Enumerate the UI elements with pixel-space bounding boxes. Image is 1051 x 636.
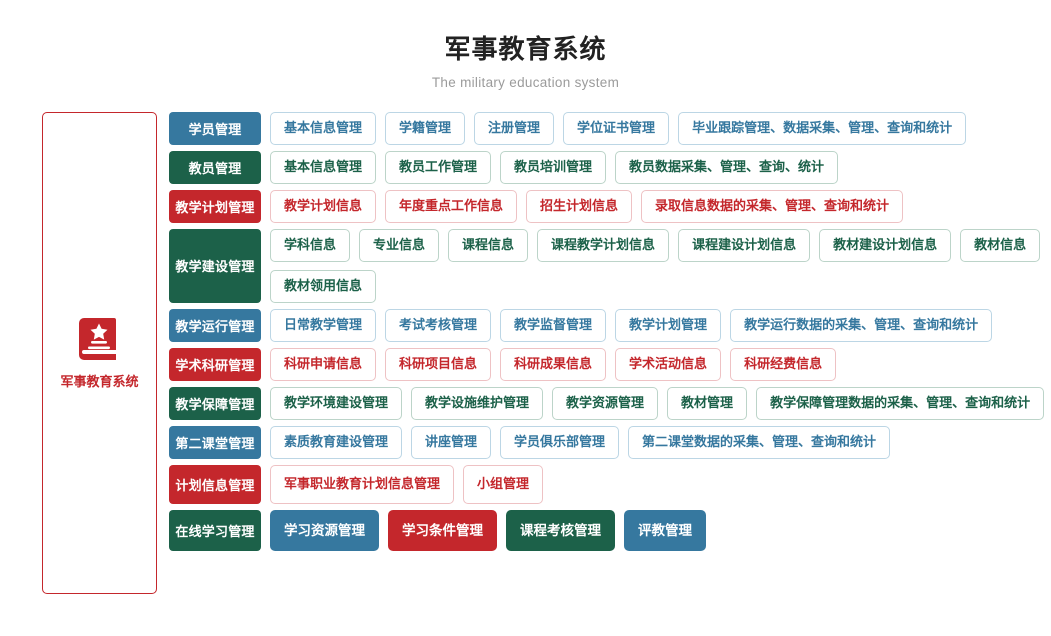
module-category-button[interactable]: 教学运行管理 — [169, 308, 261, 342]
module-item-button[interactable]: 基本信息管理 — [270, 112, 377, 146]
module-item-button[interactable]: 学籍管理 — [385, 112, 466, 146]
module-category-button[interactable]: 教学建设管理 — [169, 229, 261, 303]
module-item-button[interactable]: 科研经费信息 — [730, 347, 837, 381]
module-row: 教学计划管理教学计划信息年度重点工作信息招生计划信息录取信息数据的采集、管理、查… — [169, 190, 1051, 223]
module-row: 学术科研管理科研申请信息科研项目信息科研成果信息学术活动信息科研经费信息 — [169, 347, 1051, 381]
page-header: 军事教育系统 The military education system — [0, 0, 1051, 90]
module-row: 计划信息管理军事职业教育计划信息管理小组管理 — [169, 464, 1051, 504]
module-item-button[interactable]: 学术活动信息 — [615, 347, 722, 381]
book-star-icon — [78, 316, 121, 362]
module-item-button[interactable]: 学习资源管理 — [270, 509, 379, 552]
module-item-list: 基本信息管理学籍管理注册管理学位证书管理毕业跟踪管理、数据采集、管理、查询和统计 — [270, 112, 1051, 146]
module-item-button[interactable]: 教学计划信息 — [270, 190, 377, 223]
module-item-list: 教学环境建设管理教学设施维护管理教学资源管理教材管理教学保障管理数据的采集、管理… — [270, 386, 1051, 420]
module-rows: 学员管理基本信息管理学籍管理注册管理学位证书管理毕业跟踪管理、数据采集、管理、查… — [169, 112, 1051, 552]
module-item-list: 素质教育建设管理讲座管理学员俱乐部管理第二课堂数据的采集、管理、查询和统计 — [270, 425, 1051, 459]
module-category-button[interactable]: 教学保障管理 — [169, 386, 261, 420]
page-title: 军事教育系统 — [444, 34, 607, 64]
module-item-button[interactable]: 教员工作管理 — [385, 151, 492, 185]
module-item-button[interactable]: 课程教学计划信息 — [537, 229, 670, 262]
module-item-button[interactable]: 专业信息 — [359, 229, 440, 262]
module-item-button[interactable]: 学位证书管理 — [563, 112, 670, 146]
module-row: 教员管理基本信息管理教员工作管理教员培训管理教员数据采集、管理、查询、统计 — [169, 151, 1051, 185]
sidebar-system-label: 军事教育系统 — [60, 374, 139, 390]
module-item-button[interactable]: 毕业跟踪管理、数据采集、管理、查询和统计 — [678, 112, 967, 146]
module-item-button[interactable]: 教学保障管理数据的采集、管理、查询和统计 — [756, 386, 1045, 420]
module-item-button[interactable]: 年度重点工作信息 — [385, 190, 518, 223]
module-category-button[interactable]: 教员管理 — [169, 151, 261, 185]
module-item-button[interactable]: 学习条件管理 — [388, 509, 497, 552]
module-item-button[interactable]: 素质教育建设管理 — [270, 425, 403, 459]
module-item-button[interactable]: 教学监督管理 — [500, 308, 607, 342]
module-item-button[interactable]: 军事职业教育计划信息管理 — [270, 464, 455, 504]
module-item-button[interactable]: 课程考核管理 — [506, 509, 615, 552]
module-item-button[interactable]: 日常教学管理 — [270, 308, 377, 342]
module-item-button[interactable]: 教学环境建设管理 — [270, 386, 403, 420]
module-item-button[interactable]: 教学资源管理 — [552, 386, 659, 420]
module-item-button[interactable]: 讲座管理 — [411, 425, 492, 459]
module-item-button[interactable]: 教材建设计划信息 — [819, 229, 952, 262]
module-item-button[interactable]: 学员俱乐部管理 — [500, 425, 620, 459]
module-category-button[interactable]: 教学计划管理 — [169, 190, 261, 223]
module-row: 教学运行管理日常教学管理考试考核管理教学监督管理教学计划管理教学运行数据的采集、… — [169, 308, 1051, 342]
module-item-list: 日常教学管理考试考核管理教学监督管理教学计划管理教学运行数据的采集、管理、查询和… — [270, 308, 1051, 342]
module-row: 教学保障管理教学环境建设管理教学设施维护管理教学资源管理教材管理教学保障管理数据… — [169, 386, 1051, 420]
module-item-button[interactable]: 第二课堂数据的采集、管理、查询和统计 — [628, 425, 891, 459]
module-item-button[interactable]: 科研申请信息 — [270, 347, 377, 381]
module-item-button[interactable]: 教学设施维护管理 — [411, 386, 544, 420]
module-item-button[interactable]: 教材管理 — [667, 386, 748, 420]
module-item-button[interactable]: 教材领用信息 — [270, 269, 377, 303]
module-item-list: 基本信息管理教员工作管理教员培训管理教员数据采集、管理、查询、统计 — [270, 151, 1051, 185]
module-item-button[interactable]: 教员数据采集、管理、查询、统计 — [615, 151, 839, 185]
module-item-list: 教学计划信息年度重点工作信息招生计划信息录取信息数据的采集、管理、查询和统计 — [270, 190, 1051, 223]
module-item-button[interactable]: 录取信息数据的采集、管理、查询和统计 — [641, 190, 904, 223]
module-item-button[interactable]: 小组管理 — [463, 464, 544, 504]
module-category-button[interactable]: 第二课堂管理 — [169, 425, 261, 459]
module-category-button[interactable]: 学术科研管理 — [169, 347, 261, 381]
module-item-button[interactable]: 课程建设计划信息 — [678, 229, 811, 262]
module-item-button[interactable]: 注册管理 — [474, 112, 555, 146]
module-category-button[interactable]: 学员管理 — [169, 112, 261, 146]
module-row: 在线学习管理学习资源管理学习条件管理课程考核管理评教管理 — [169, 509, 1051, 552]
module-item-button[interactable]: 考试考核管理 — [385, 308, 492, 342]
module-item-button[interactable]: 评教管理 — [624, 509, 706, 552]
module-category-button[interactable]: 在线学习管理 — [169, 509, 261, 552]
module-item-list: 军事职业教育计划信息管理小组管理 — [270, 464, 1051, 504]
module-item-button[interactable]: 基本信息管理 — [270, 151, 377, 185]
module-item-button[interactable]: 课程信息 — [448, 229, 529, 262]
module-row: 第二课堂管理素质教育建设管理讲座管理学员俱乐部管理第二课堂数据的采集、管理、查询… — [169, 425, 1051, 459]
main-content: 军事教育系统 学员管理基本信息管理学籍管理注册管理学位证书管理毕业跟踪管理、数据… — [0, 90, 1051, 595]
module-item-button[interactable]: 教材信息 — [960, 229, 1041, 262]
module-row: 教学建设管理学科信息专业信息课程信息课程教学计划信息课程建设计划信息教材建设计划… — [169, 229, 1051, 303]
module-item-list: 学科信息专业信息课程信息课程教学计划信息课程建设计划信息教材建设计划信息教材信息… — [270, 229, 1051, 303]
module-item-button[interactable]: 招生计划信息 — [526, 190, 633, 223]
module-item-list: 科研申请信息科研项目信息科研成果信息学术活动信息科研经费信息 — [270, 347, 1051, 381]
module-item-button[interactable]: 教员培训管理 — [500, 151, 607, 185]
module-item-button[interactable]: 教学运行数据的采集、管理、查询和统计 — [730, 308, 993, 342]
module-item-button[interactable]: 学科信息 — [270, 229, 351, 262]
module-item-button[interactable]: 科研项目信息 — [385, 347, 492, 381]
module-category-button[interactable]: 计划信息管理 — [169, 464, 261, 504]
page-subtitle: The military education system — [431, 75, 620, 91]
sidebar-system-card[interactable]: 军事教育系统 — [42, 112, 157, 595]
module-item-list: 学习资源管理学习条件管理课程考核管理评教管理 — [270, 509, 1051, 552]
module-item-button[interactable]: 教学计划管理 — [615, 308, 722, 342]
module-item-button[interactable]: 科研成果信息 — [500, 347, 607, 381]
module-row: 学员管理基本信息管理学籍管理注册管理学位证书管理毕业跟踪管理、数据采集、管理、查… — [169, 112, 1051, 146]
